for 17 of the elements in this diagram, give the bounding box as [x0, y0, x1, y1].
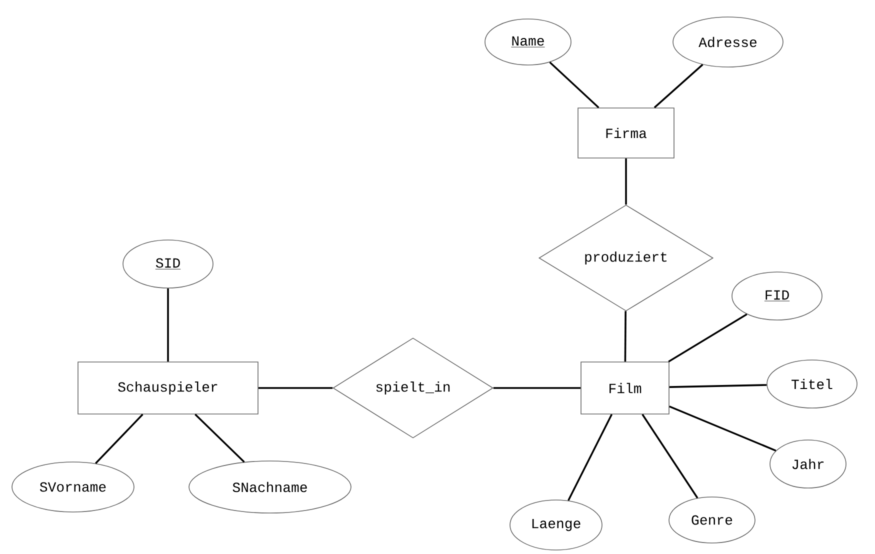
connector-line	[624, 311, 626, 362]
entity-box: Schauspieler	[78, 362, 258, 414]
connector-line	[258, 387, 333, 389]
connector-line	[625, 158, 627, 205]
connector-line	[549, 62, 600, 108]
connector-line	[642, 414, 698, 498]
entity-box: Film	[580, 362, 670, 414]
entity-box: Firma	[578, 108, 674, 158]
connector-line	[568, 414, 613, 501]
connector-line	[669, 406, 776, 452]
connector-line	[194, 414, 245, 463]
connector-line	[654, 64, 704, 108]
connector-line	[167, 288, 169, 362]
connector-line	[669, 384, 767, 388]
connector-line	[493, 387, 581, 389]
connector-line	[668, 313, 748, 362]
connector-line	[95, 414, 144, 464]
